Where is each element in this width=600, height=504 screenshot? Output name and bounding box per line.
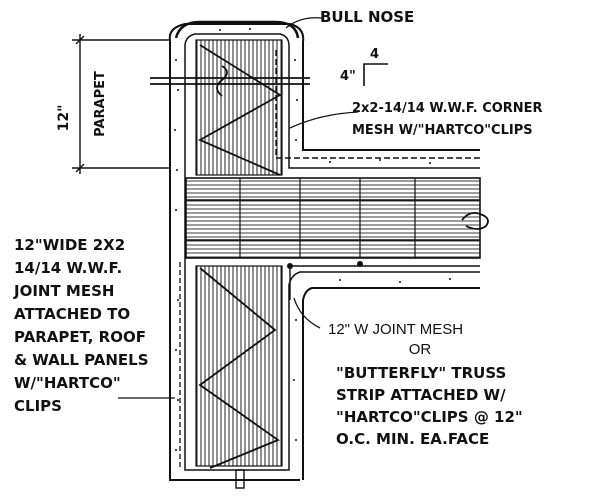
parapet-truss: [197, 44, 282, 176]
clip-hook: [461, 211, 489, 230]
label-or: OR: [409, 341, 432, 358]
wall-structure: [168, 23, 480, 481]
corner-mesh: [275, 50, 480, 159]
joint-mesh-line: W/"HARTCO": [14, 374, 121, 392]
butterfly-line: O.C. MIN. EA.FACE: [336, 430, 489, 448]
butterfly-note: "BUTTERFLY" TRUSS STRIP ATTACHED W/ "HAR…: [336, 364, 523, 448]
parapet-core: [195, 39, 283, 176]
wall-truss: [198, 267, 280, 469]
joint-mesh-line: PARAPET, ROOF: [14, 328, 146, 346]
anchor-bolt: [150, 65, 310, 97]
label-joint-mesh-w: 12" W JOINT MESH: [328, 321, 463, 338]
label-slope-rise: 4: [370, 47, 379, 62]
leaders: [118, 17, 359, 399]
bull-nose: [174, 20, 300, 39]
stucco-texture: [174, 28, 451, 451]
label-parapet: PARAPET: [93, 71, 108, 137]
joint-mesh-line: & WALL PANELS: [14, 351, 149, 369]
wall-core: [195, 265, 283, 467]
joint-mesh-line: 12"WIDE 2X2: [14, 236, 125, 254]
parapet-dimension: [72, 34, 170, 174]
joint-mesh-line: 14/14 W.W.F.: [14, 259, 122, 277]
joint-mesh-line: JOINT MESH: [13, 282, 114, 300]
butterfly-line: STRIP ATTACHED W/: [336, 386, 506, 404]
label-corner-mesh-2: MESH W/"HARTCO"CLIPS: [352, 123, 533, 138]
roof-slab: [185, 177, 481, 259]
joint-mesh: [289, 265, 480, 300]
butterfly-line: "BUTTERFLY" TRUSS: [336, 364, 506, 382]
joint-mesh-line: CLIPS: [14, 397, 62, 415]
label-slope-run: 4": [340, 69, 356, 84]
joint-mesh-note: 12"WIDE 2X2 14/14 W.W.F. JOINT MESH ATTA…: [13, 236, 149, 415]
label-parapet-height: 12": [56, 105, 72, 132]
butterfly-line: "HARTCO"CLIPS @ 12": [336, 408, 523, 426]
joint-mesh-line: ATTACHED TO: [14, 305, 130, 323]
slope-mark: [363, 63, 388, 86]
label-corner-mesh-1: 2x2-14/14 W.W.F. CORNER: [352, 101, 543, 116]
slab-ribs: [239, 178, 416, 258]
label-bull-nose: BULL NOSE: [320, 8, 414, 26]
